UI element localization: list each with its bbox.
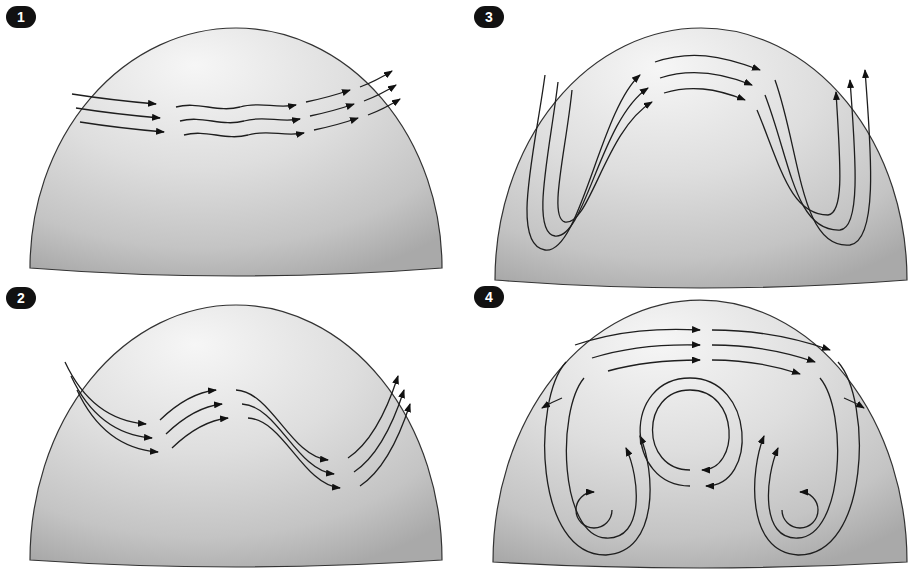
field-line-set bbox=[72, 71, 392, 109]
field-line-set bbox=[542, 329, 864, 555]
field-line-set bbox=[527, 55, 871, 250]
sun-hemisphere bbox=[493, 300, 907, 568]
callout-number: 1 bbox=[6, 6, 36, 28]
callout-number: 4 bbox=[474, 286, 504, 308]
sun-hemisphere bbox=[495, 28, 907, 288]
callout-number: 3 bbox=[474, 6, 504, 28]
field-line-set bbox=[65, 362, 398, 460]
sun-hemisphere bbox=[30, 28, 442, 276]
callout-number: 2 bbox=[6, 287, 36, 309]
sun-hemisphere bbox=[30, 305, 442, 567]
